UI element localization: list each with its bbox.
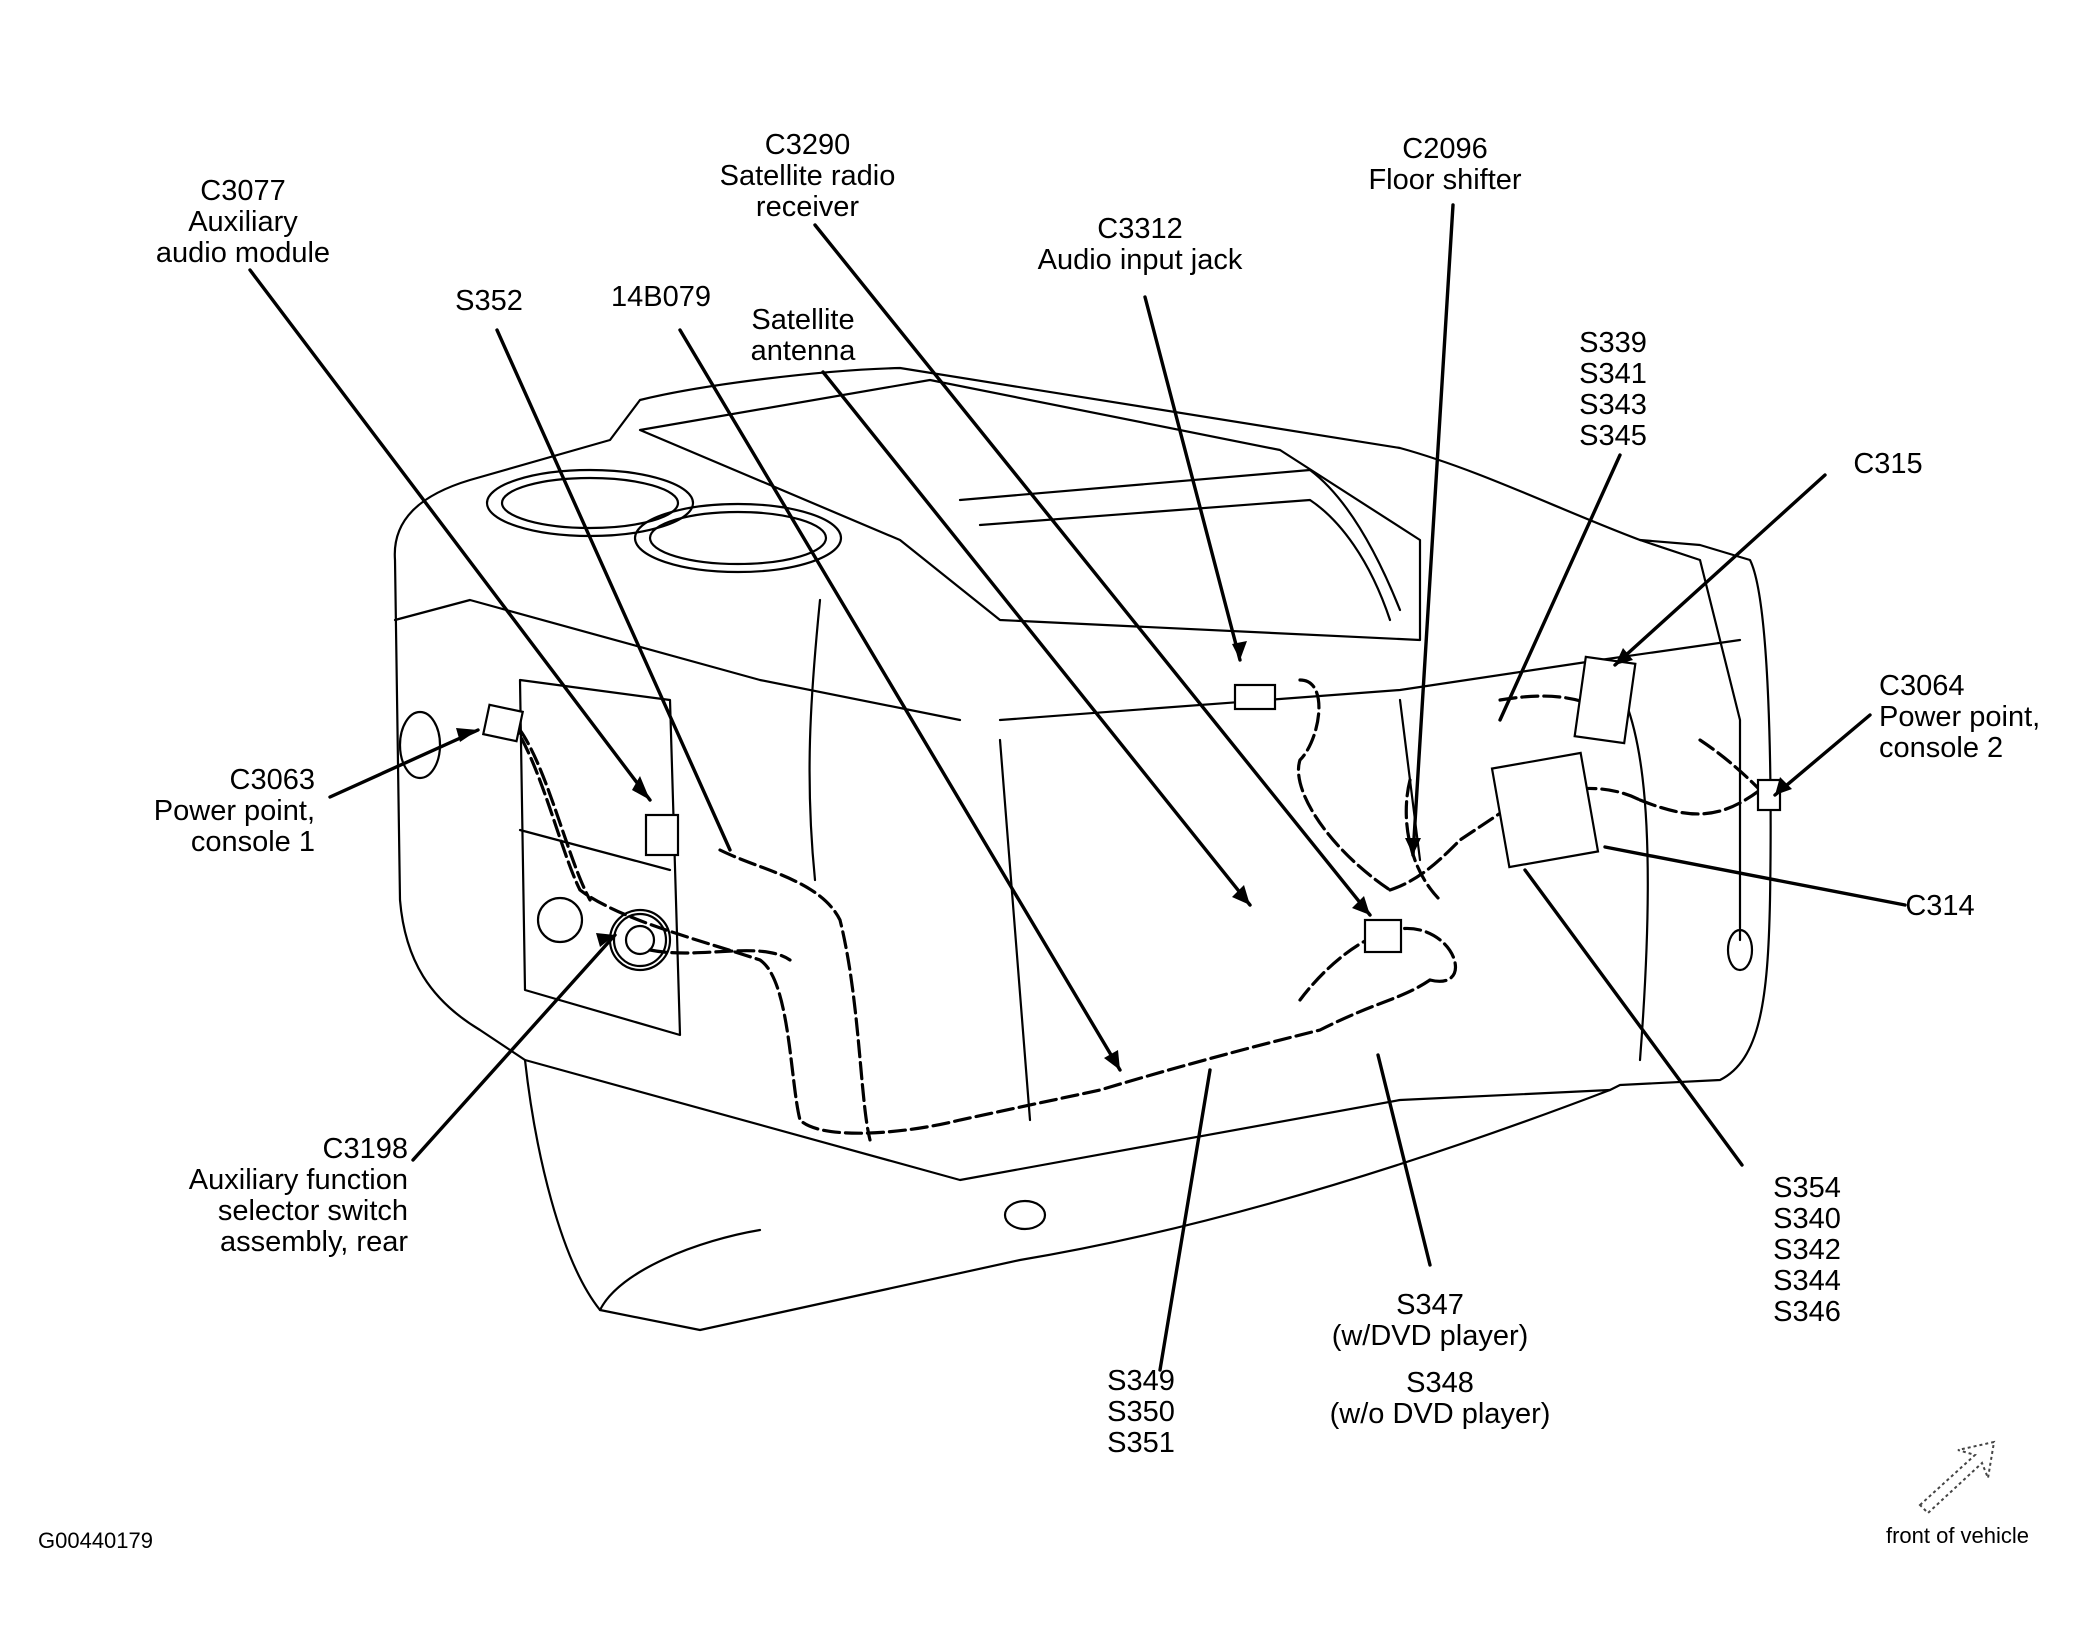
- label-14b079: 14B079: [611, 281, 711, 313]
- label-s339-group: S339 S341 S343 S345: [1579, 327, 1647, 452]
- label-c2096: C2096 Floor shifter: [1368, 133, 1522, 196]
- figure-id: G00440179: [38, 1528, 153, 1553]
- label-c3198: C3198 Auxiliary function selector switch…: [188, 1133, 408, 1258]
- label-c314: C314: [1905, 890, 1975, 922]
- label-s348: S348 (w/o DVD player): [1329, 1367, 1551, 1430]
- connector-c315: [1573, 655, 1637, 745]
- label-c3290: C3290 Satellite radio receiver: [719, 129, 896, 223]
- wiring-harness: [508, 678, 1762, 1142]
- arrow-up-right-icon: [1918, 1440, 1996, 1515]
- label-c3312: C3312 Audio input jack: [1037, 213, 1243, 276]
- connector-c3077: [644, 813, 680, 857]
- label-s347: S347 (w/DVD player): [1331, 1289, 1529, 1352]
- connector-c3312: [1233, 683, 1277, 711]
- label-c315: C315: [1853, 448, 1923, 480]
- connector-c314: [1490, 751, 1600, 869]
- label-c3077: C3077 Auxiliary audio module: [155, 175, 331, 269]
- label-c3064: C3064 Power point, console 2: [1879, 670, 2041, 764]
- connector-c3063: [481, 703, 525, 743]
- leader-lines: [248, 203, 1907, 1372]
- label-s352: S352: [455, 285, 523, 317]
- label-s349-group: S349 S350 S351: [1107, 1365, 1175, 1459]
- label-satellite-antenna: Satellite antenna: [750, 304, 856, 367]
- label-s354-group: S354 S340 S342 S344 S346: [1773, 1172, 1841, 1328]
- connectors: [481, 655, 1782, 972]
- connector-c3290: [1363, 918, 1403, 954]
- arrowheads: [456, 641, 1792, 1070]
- connector-c3064: [1756, 778, 1782, 812]
- label-front-of-vehicle: front of vehicle: [1885, 1523, 2030, 1548]
- label-c3063: C3063 Power point, console 1: [153, 764, 315, 858]
